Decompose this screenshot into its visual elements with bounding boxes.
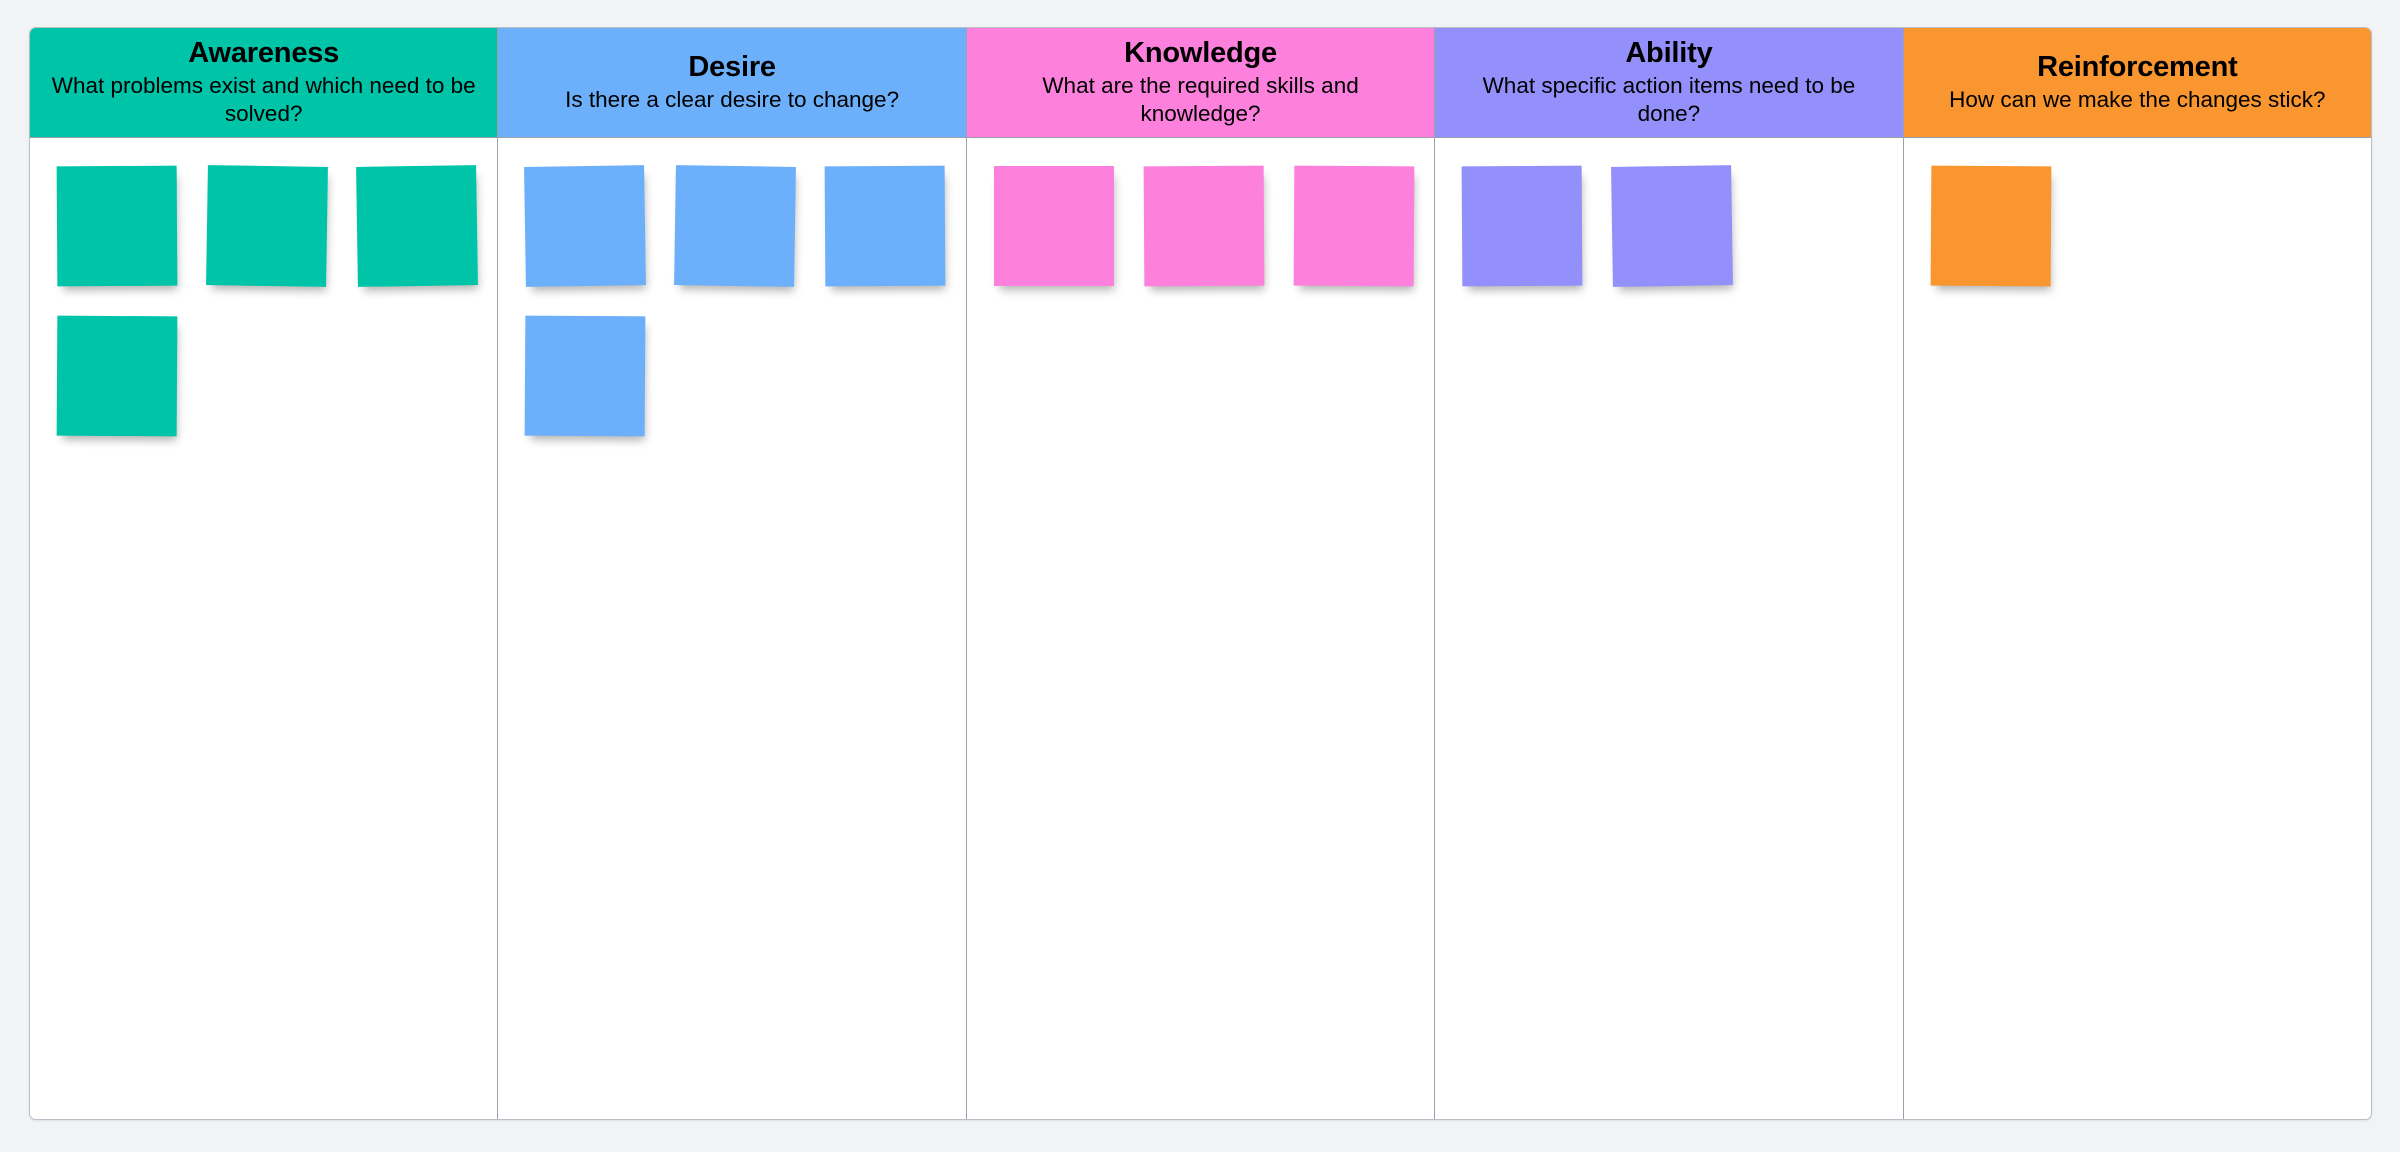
column-subtitle: What problems exist and which need to be… <box>51 72 476 126</box>
sticky-note[interactable] <box>674 165 797 287</box>
column-title: Desire <box>688 51 776 84</box>
column-subtitle: How can we make the changes stick? <box>1949 86 2326 112</box>
board-column-awareness[interactable]: Awareness What problems exist and which … <box>30 28 499 1119</box>
sticky-note[interactable] <box>1611 165 1734 287</box>
column-title: Knowledge <box>1124 37 1277 70</box>
sticky-note[interactable] <box>1461 165 1583 287</box>
column-header-ability: Ability What specific action items need … <box>1435 28 1903 138</box>
board-column-knowledge[interactable]: Knowledge What are the required skills a… <box>966 28 1436 1119</box>
column-notes-area-desire[interactable] <box>498 138 965 1119</box>
adkar-board: Awareness What problems exist and which … <box>29 27 2372 1120</box>
column-subtitle: Is there a clear desire to change? <box>565 86 900 112</box>
board-column-reinforcement[interactable]: Reinforcement How can we make the change… <box>1903 28 2371 1119</box>
sticky-note[interactable] <box>206 165 328 287</box>
sticky-note[interactable] <box>525 315 646 437</box>
column-title: Ability <box>1625 37 1713 70</box>
column-subtitle: What specific action items need to be do… <box>1482 72 1856 126</box>
sticky-note[interactable] <box>1293 165 1415 287</box>
column-notes-area-awareness[interactable] <box>30 138 497 1119</box>
column-notes-area-knowledge[interactable] <box>967 138 1434 1119</box>
sticky-note[interactable] <box>56 315 178 437</box>
column-header-reinforcement: Reinforcement How can we make the change… <box>1903 28 2371 138</box>
sticky-note[interactable] <box>356 165 478 287</box>
board-column-ability[interactable]: Ability What specific action items need … <box>1435 28 1904 1119</box>
board-column-desire[interactable]: Desire Is there a clear desire to change… <box>498 28 967 1119</box>
column-title: Reinforcement <box>2037 51 2238 84</box>
column-subtitle: What are the required skills and knowled… <box>1042 72 1359 126</box>
column-header-awareness: Awareness What problems exist and which … <box>30 28 498 138</box>
column-notes-area-reinforcement[interactable] <box>1904 138 2371 1119</box>
sticky-note[interactable] <box>1930 165 2051 287</box>
sticky-note[interactable] <box>1143 165 1265 287</box>
sticky-note[interactable] <box>825 165 946 287</box>
column-notes-area-ability[interactable] <box>1435 138 1902 1119</box>
sticky-note[interactable] <box>993 166 1114 286</box>
column-header-knowledge: Knowledge What are the required skills a… <box>966 28 1435 138</box>
sticky-note[interactable] <box>56 165 178 287</box>
column-title: Awareness <box>188 37 340 70</box>
column-header-desire: Desire Is there a clear desire to change… <box>498 28 966 138</box>
sticky-note[interactable] <box>524 165 647 287</box>
